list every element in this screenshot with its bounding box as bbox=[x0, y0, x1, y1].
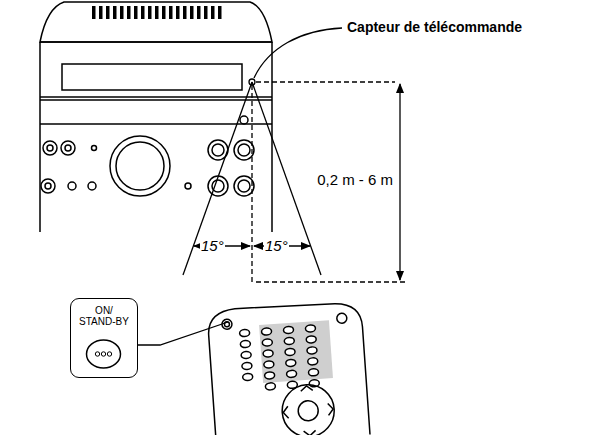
range-lines bbox=[183, 28, 405, 283]
part-name: Capteur de télécommande bbox=[346, 20, 523, 35]
angle: 15° bbox=[264, 238, 289, 255]
remote-button bbox=[286, 370, 296, 378]
remote-button bbox=[261, 328, 271, 336]
remote-button bbox=[284, 337, 294, 345]
remote-button bbox=[262, 339, 272, 347]
callout-box: ON/ STAND-BY bbox=[70, 298, 138, 378]
leader-line bbox=[138, 322, 228, 345]
remote-button bbox=[263, 350, 273, 358]
button-name: ON/ STAND-BY bbox=[77, 305, 131, 327]
remote-button bbox=[264, 372, 274, 380]
remote-button bbox=[305, 325, 315, 333]
remote-button bbox=[286, 359, 296, 367]
remote-button bbox=[265, 383, 275, 391]
remote-button bbox=[308, 358, 318, 366]
remote-button bbox=[239, 329, 249, 337]
remote-button bbox=[240, 340, 250, 348]
dimension: 0,2 m - 6 m bbox=[316, 172, 394, 189]
remote-button bbox=[306, 336, 316, 344]
remote-button bbox=[283, 326, 293, 334]
angle: 15° bbox=[200, 238, 225, 255]
remote-button bbox=[242, 362, 252, 370]
remote-control bbox=[207, 300, 370, 435]
remote-button bbox=[241, 351, 251, 359]
power-button-icon bbox=[71, 327, 136, 377]
remote-button bbox=[242, 373, 252, 381]
remote-button bbox=[307, 347, 317, 355]
remote-button bbox=[264, 361, 274, 369]
stereo-unit bbox=[40, 2, 272, 232]
remote-button bbox=[285, 348, 295, 356]
remote-button bbox=[308, 369, 318, 377]
